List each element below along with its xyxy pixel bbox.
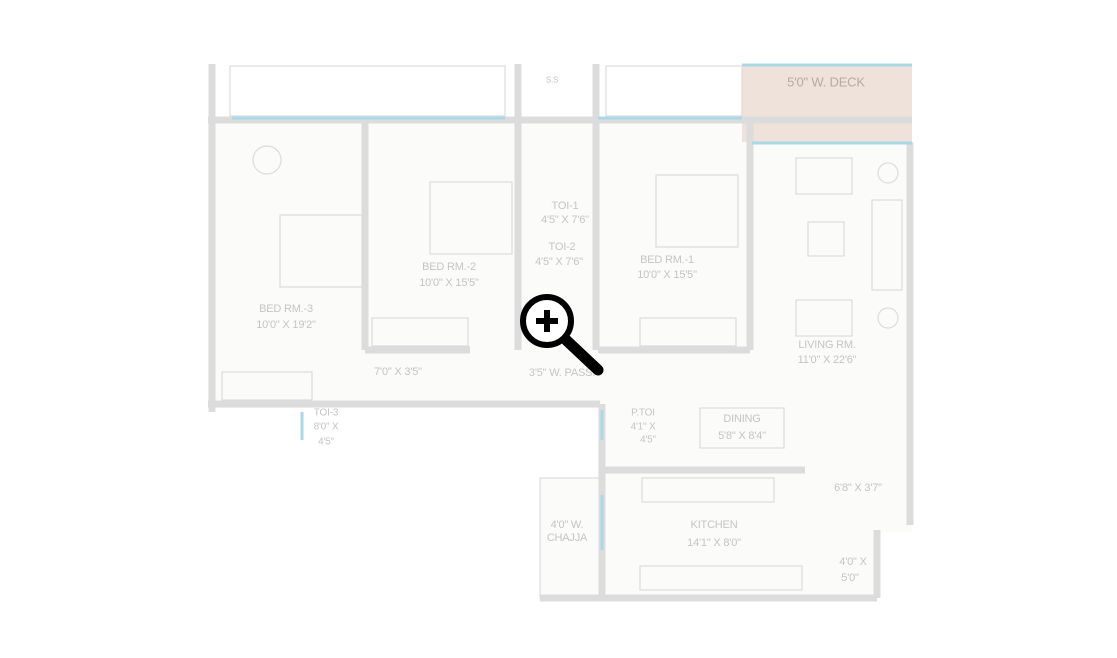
chajja-line2: CHAJJA	[546, 532, 588, 544]
bed1-size: 10'0" X 15'5"	[637, 269, 697, 281]
toi2-size: 4'5" X 7'6"	[535, 256, 583, 268]
ptoi-name: P.TOI	[631, 407, 655, 419]
bed2-size: 10'0" X 15'5"	[419, 277, 479, 289]
zoom-in-icon	[520, 294, 604, 376]
utility-line2: 5'0"	[841, 572, 859, 584]
toi2-name: TOI-2	[548, 241, 576, 253]
zoom-in-button[interactable]	[514, 290, 610, 380]
bed2-name: BED RM.-2	[422, 261, 476, 273]
deck-area	[742, 64, 912, 142]
bed3-size: 10'0" X 19'2"	[256, 319, 316, 331]
bed3-name: BED RM.-3	[259, 303, 313, 315]
utility-line1: 4'0" X	[839, 556, 867, 568]
kitchen-name: KITCHEN	[690, 519, 738, 531]
kitchen-size: 14'1" X 8'0"	[687, 537, 741, 549]
foyer-size: 6'8" X 3'7"	[834, 482, 882, 494]
bed1-name: BED RM.-1	[640, 254, 694, 266]
toi3-size-b: 4'5"	[318, 436, 334, 448]
ptoi-size-b: 4'5"	[640, 434, 656, 446]
lobby-size: 7'0" X 3'5"	[374, 366, 422, 378]
ss-label: S.S	[545, 75, 559, 85]
living-name: LIVING RM.	[798, 339, 856, 351]
toi1-name: TOI-1	[551, 200, 579, 212]
dining-size: 5'8" X 8'4"	[718, 430, 766, 442]
deck-label: 5'0" W. DECK	[787, 74, 865, 90]
dining-name: DINING	[723, 413, 761, 425]
toi3-name: TOI-3	[313, 407, 339, 419]
ptoi-size-a: 4'1" X	[630, 421, 656, 433]
toi1-size: 4'5" X 7'6"	[541, 214, 589, 226]
living-size: 11'0" X 22'6"	[797, 354, 857, 366]
toi3-size-a: 8'0" X	[313, 421, 339, 433]
chajja-line1: 4'0" W.	[550, 519, 584, 531]
passage-label: 3'5" W. PASS.	[528, 367, 596, 379]
